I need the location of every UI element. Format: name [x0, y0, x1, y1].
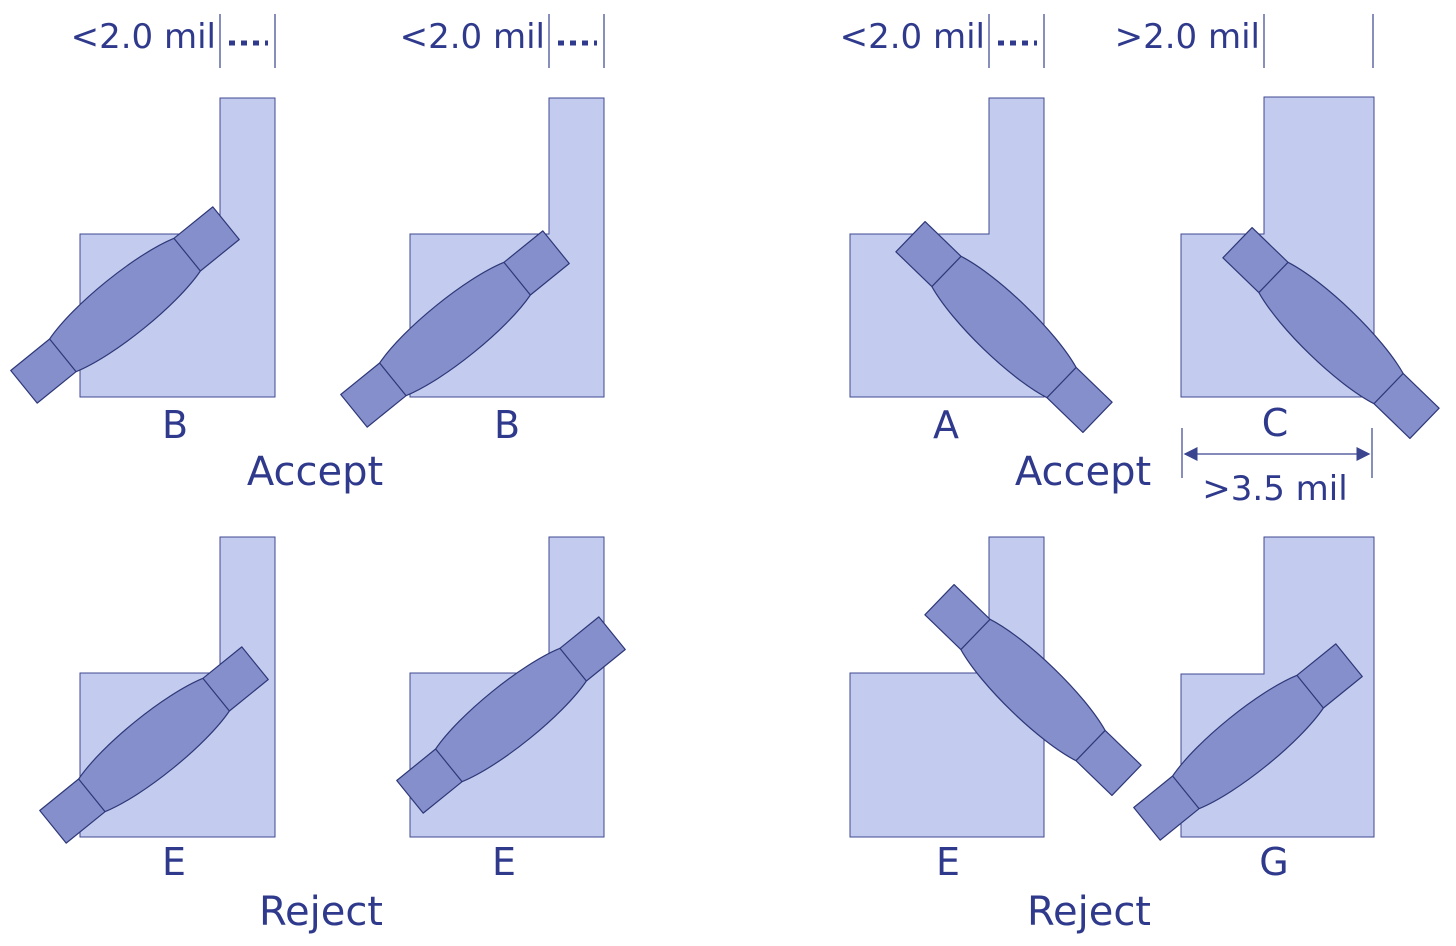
joint-label: B — [494, 403, 520, 447]
joint-cell-4: >2.0 mil C >3.5 mil — [1115, 14, 1446, 509]
joint-label: E — [162, 840, 186, 884]
group-label-reject: Reject — [1027, 889, 1151, 935]
dimension-label: <2.0 mil — [400, 17, 545, 57]
joint-label: C — [1262, 401, 1289, 445]
joint-cell-8: G — [1127, 536, 1375, 884]
joint-cell-3: <2.0 mil A — [840, 14, 1119, 447]
joint-cell-6: E — [390, 536, 632, 884]
joint-label: E — [936, 840, 960, 884]
dimension-label: >2.0 mil — [1115, 17, 1260, 57]
joint-label: A — [933, 403, 959, 447]
joint-label: G — [1259, 840, 1288, 884]
group-label-accept: Accept — [247, 449, 383, 495]
group-label-accept: Accept — [1015, 449, 1151, 495]
joint-cell-2: <2.0 mil B — [334, 14, 605, 447]
joint-label: E — [492, 840, 516, 884]
joint-label: B — [162, 403, 188, 447]
joint-cell-5: E — [33, 536, 276, 884]
joint-cell-1: <2.0 mil B — [4, 14, 276, 447]
group-label-reject: Reject — [259, 889, 383, 935]
dimension-label: <2.0 mil — [71, 17, 216, 57]
width-label: >3.5 mil — [1202, 469, 1347, 509]
dimension-label: <2.0 mil — [840, 17, 985, 57]
joint-cell-7: E — [849, 536, 1148, 884]
